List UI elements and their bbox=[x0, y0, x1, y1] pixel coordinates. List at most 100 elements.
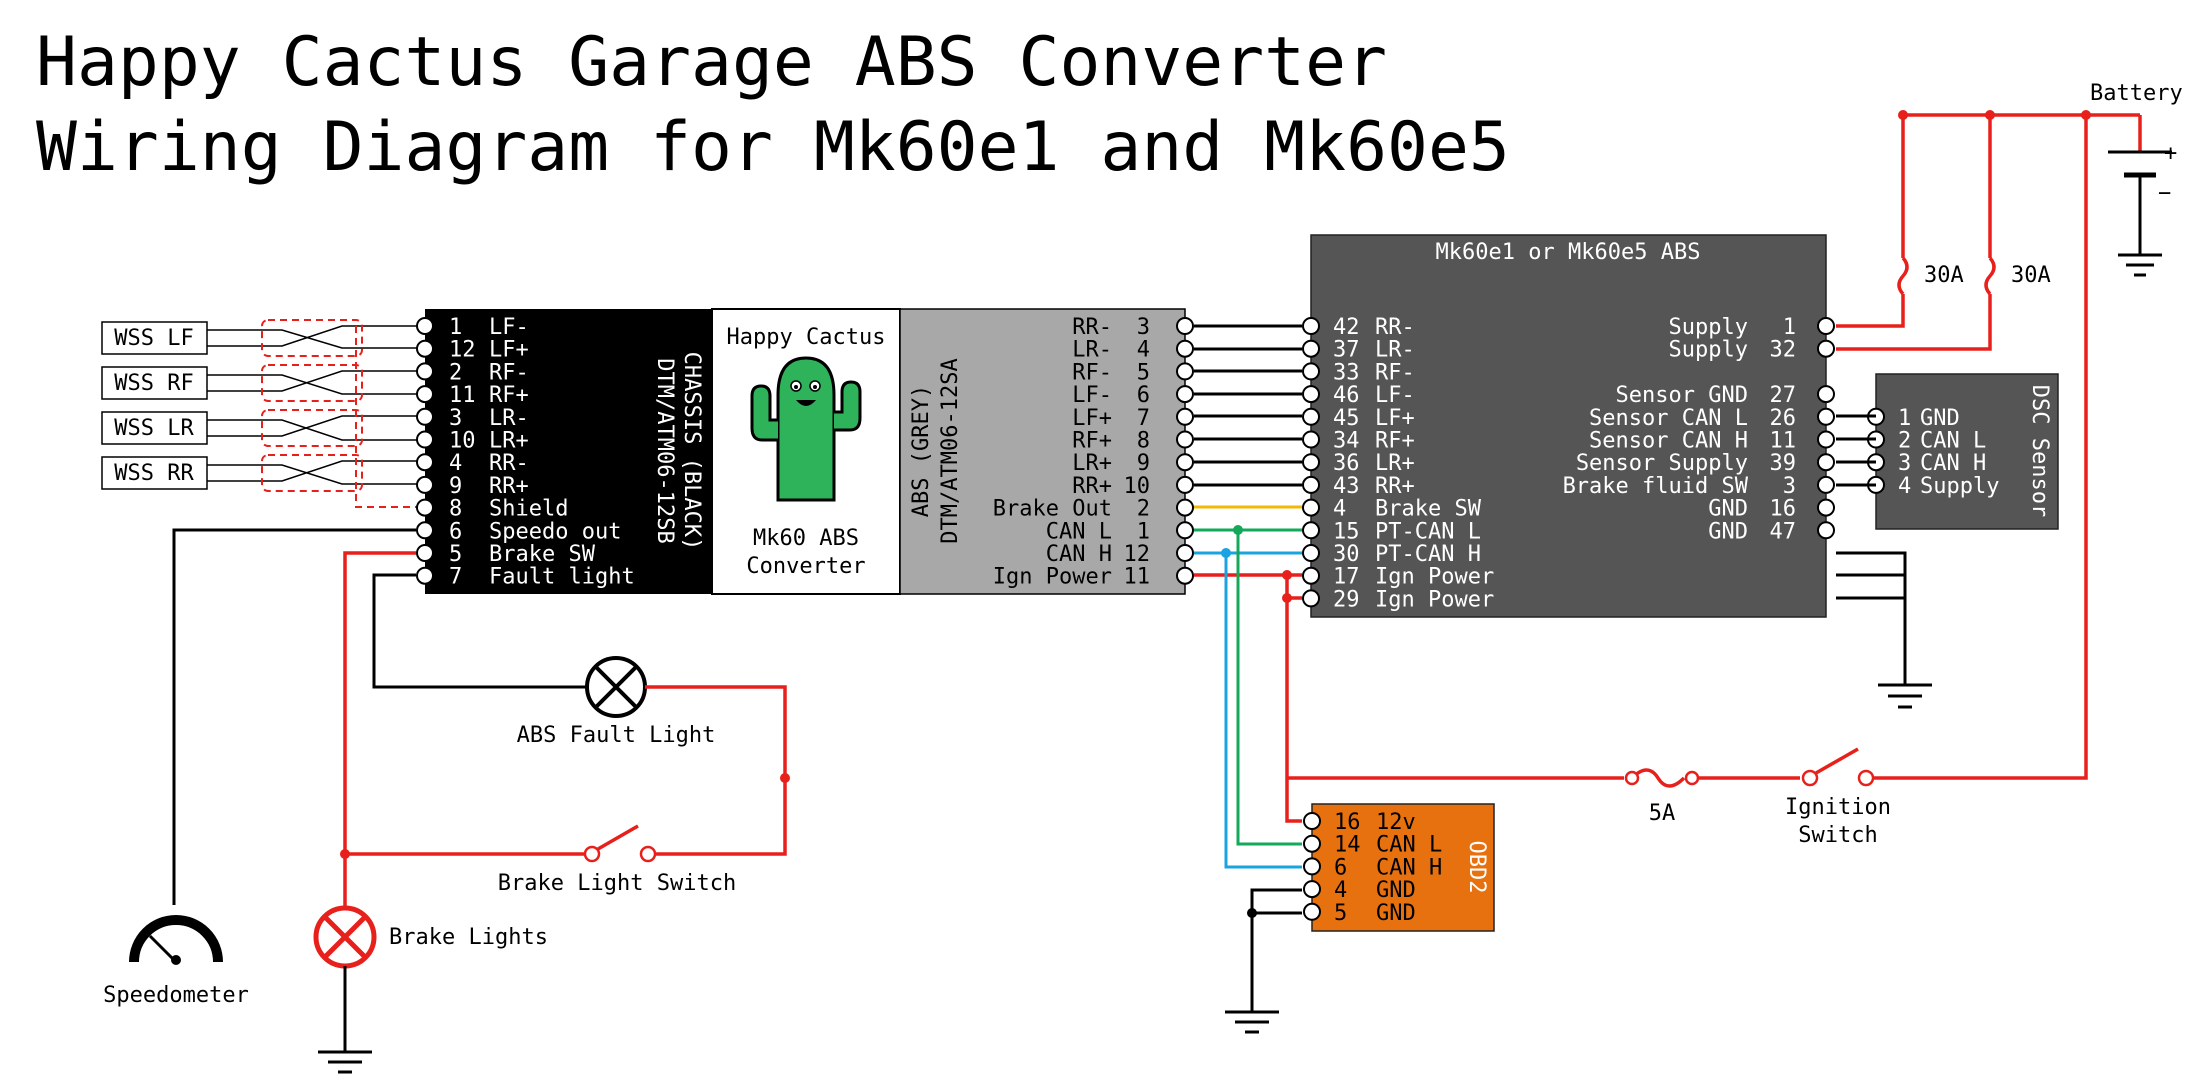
abs-module-right-pin-label: Sensor CAN H bbox=[1589, 429, 1748, 454]
abs-module-pin-number: 43 bbox=[1333, 474, 1360, 499]
obd2-pin-terminal bbox=[1303, 857, 1321, 876]
abs-module-pin-number: 15 bbox=[1333, 519, 1360, 544]
abs-module-pin-label: PT-CAN L bbox=[1375, 519, 1481, 544]
dsc-pin-number: 2 bbox=[1898, 429, 1911, 454]
abs-grey-pin-label: RR- bbox=[1072, 315, 1112, 340]
converter-name-line-2: Converter bbox=[746, 554, 865, 579]
battery-minus: − bbox=[2158, 181, 2171, 206]
battery-label: Battery bbox=[2090, 81, 2183, 106]
obd2-pin-number: 5 bbox=[1334, 901, 1347, 926]
abs-module-pin-terminal bbox=[1302, 521, 1320, 540]
brake-junction bbox=[340, 849, 350, 859]
module-ground-icon bbox=[1878, 683, 1932, 709]
abs-grey-pin-label: LR- bbox=[1072, 338, 1112, 363]
brake-light-switch-label: Brake Light Switch bbox=[498, 871, 736, 896]
dsc-pin-label: CAN H bbox=[1920, 451, 1986, 476]
chassis-pin-number: 1 bbox=[449, 315, 462, 340]
abs-grey-pin-number: 1 bbox=[1137, 519, 1150, 544]
abs-module-right-pin-terminal bbox=[1817, 498, 1835, 517]
abs-module-pin-label: RF+ bbox=[1375, 429, 1415, 454]
abs-grey-pin-label: CAN L bbox=[1046, 519, 1112, 544]
obd2-pin-label: 12v bbox=[1376, 810, 1416, 835]
can-l-junction bbox=[1233, 525, 1243, 535]
obd2-12v-wire bbox=[1285, 598, 1302, 823]
obd2-pin-terminal bbox=[1303, 834, 1321, 853]
chassis-pin-label: LR- bbox=[489, 406, 529, 431]
abs-module-pin-terminal bbox=[1302, 566, 1320, 585]
ign-junction-17 bbox=[1282, 570, 1292, 580]
abs-module-pin-terminal bbox=[1302, 362, 1320, 381]
obd2-ground-wire bbox=[1250, 888, 1302, 1012]
abs-module-right-pin-number: 39 bbox=[1770, 451, 1797, 476]
abs-module-right-pin-label: GND bbox=[1708, 497, 1748, 522]
dsc-pin-number: 1 bbox=[1898, 406, 1911, 431]
abs-module-right-pin-terminal bbox=[1817, 317, 1835, 335]
battery-plus: + bbox=[2164, 141, 2177, 166]
chassis-pin-number: 12 bbox=[449, 338, 476, 363]
abs-module-right-pin-label: Supply bbox=[1669, 338, 1748, 363]
dsc-pin-number: 3 bbox=[1898, 451, 1911, 476]
obd2-pin-terminal bbox=[1303, 902, 1321, 921]
abs-grey-pin-label: Brake Out bbox=[993, 497, 1112, 522]
abs-grey-pin-terminal bbox=[1176, 430, 1194, 449]
abs-grey-pin-number: 11 bbox=[1124, 565, 1151, 590]
abs-connector-part: DTM/ATM06-12SA bbox=[938, 358, 963, 543]
wss-lf-label: WSS LF bbox=[114, 326, 193, 351]
abs-grey-connector bbox=[899, 308, 1186, 595]
fuse-5a-label: 5A bbox=[1649, 801, 1676, 826]
obd2-pin-label: CAN L bbox=[1376, 833, 1442, 858]
abs-module-pin-terminal bbox=[1302, 453, 1320, 472]
abs-grey-pin-terminal bbox=[1176, 521, 1194, 540]
abs-module-pin-label: Ign Power bbox=[1375, 587, 1494, 612]
wss-shield bbox=[261, 319, 425, 508]
fuse-30a-1-icon bbox=[1895, 256, 1911, 296]
abs-grey-pin-terminal bbox=[1176, 453, 1194, 472]
abs-module-pin-terminal bbox=[1302, 430, 1320, 449]
module-ground-wires bbox=[1836, 551, 1907, 685]
dsc-sensor bbox=[1875, 373, 2059, 530]
wss-wiring bbox=[207, 325, 425, 485]
chassis-connector-part: DTM/ATM06-12SB bbox=[652, 358, 677, 543]
supply-junction-1 bbox=[1898, 110, 1908, 120]
abs-grey-pin-number: 2 bbox=[1137, 497, 1150, 522]
wss-rf: WSS RF bbox=[101, 366, 208, 400]
abs-grey-pin-number: 5 bbox=[1137, 360, 1150, 385]
abs-module-right-pin-terminal bbox=[1817, 521, 1835, 540]
fault-light-power-wire bbox=[645, 685, 787, 856]
abs-grey-pin-number: 7 bbox=[1137, 406, 1150, 431]
obd2-can-l-wire bbox=[1236, 530, 1302, 846]
obd2-ground-icon bbox=[1225, 1010, 1279, 1034]
chassis-pin-number: 10 bbox=[449, 429, 476, 454]
abs-module-pin-number: 30 bbox=[1333, 542, 1360, 567]
abs-grey-pin-number: 10 bbox=[1124, 474, 1151, 499]
chassis-pin-terminal bbox=[416, 317, 434, 335]
supply-1-wire bbox=[1836, 115, 1905, 328]
abs-module-pin-number: 17 bbox=[1333, 565, 1360, 590]
abs-module-pin-terminal bbox=[1302, 589, 1320, 608]
chassis-pin-terminal bbox=[416, 498, 434, 517]
chassis-pin-label: RR+ bbox=[489, 474, 529, 499]
abs-module-pin-number: 34 bbox=[1333, 429, 1360, 454]
abs-grey-pin-terminal bbox=[1176, 475, 1194, 494]
chassis-connector-name: CHASSIS (BLACK) bbox=[679, 352, 704, 551]
supply-junction-3 bbox=[2081, 110, 2091, 120]
obd2-pin-number: 4 bbox=[1334, 878, 1347, 903]
abs-module-pin-label: LR+ bbox=[1375, 451, 1415, 476]
cactus-logo bbox=[750, 356, 862, 502]
dsc-sensor-name: DSC Sensor bbox=[2027, 385, 2052, 517]
abs-module-pin-label: Ign Power bbox=[1375, 565, 1494, 590]
abs-module-right-pin-number: 3 bbox=[1783, 474, 1796, 499]
obd2-pin-number: 6 bbox=[1334, 855, 1347, 880]
chassis-pin-terminal bbox=[416, 362, 434, 381]
abs-grey-pin-label: Ign Power bbox=[993, 565, 1112, 590]
battery-positive-bus bbox=[1287, 113, 2140, 780]
brake-sw-wire bbox=[343, 551, 416, 908]
abs-module-pin-terminal bbox=[1302, 544, 1320, 562]
chassis-pin-label: LF- bbox=[489, 315, 529, 340]
abs-module-right-pin-terminal bbox=[1817, 453, 1835, 472]
dsc-pin-label: GND bbox=[1920, 406, 1960, 431]
abs-module-right-pin-terminal bbox=[1817, 475, 1835, 494]
chassis-pin-label: RF+ bbox=[489, 383, 529, 408]
abs-module-right-pin-label: GND bbox=[1708, 519, 1748, 544]
title-line-2: Wiring Diagram for Mk60e1 and Mk60e5 bbox=[36, 108, 1510, 187]
